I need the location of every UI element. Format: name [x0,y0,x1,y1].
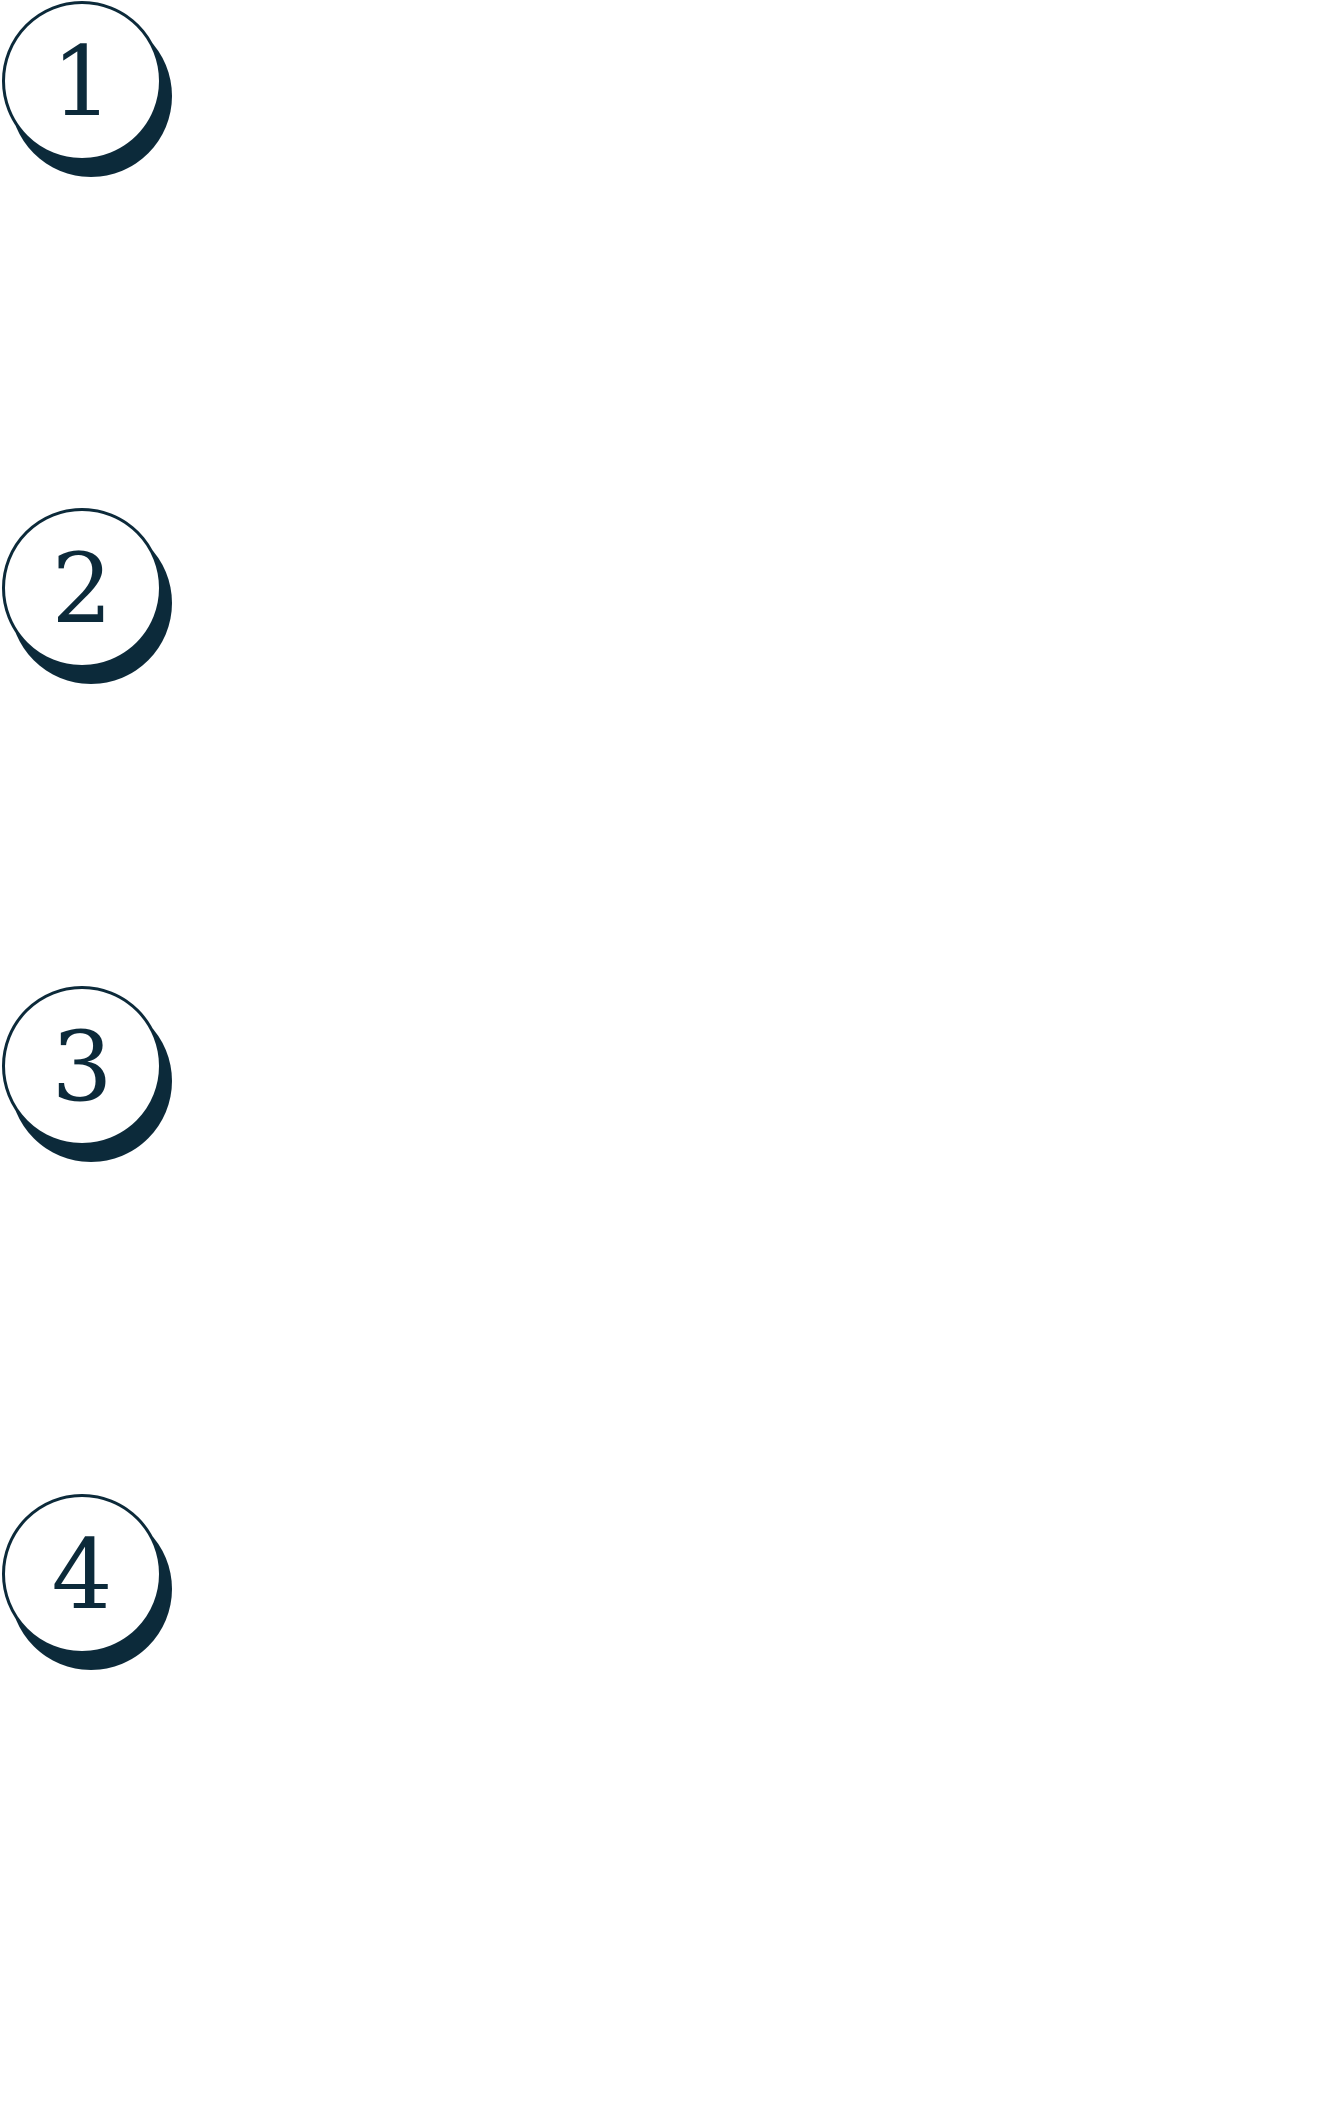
step-badge-2: 2 [2,508,172,686]
step-badge-circle: 1 [2,1,162,161]
step-badge-4: 4 [2,1494,172,1672]
step-badge-circle: 3 [2,986,162,1146]
step-number-1: 1 [51,26,113,138]
step-badge-circle: 4 [2,1494,162,1654]
step-number-3: 3 [51,1011,113,1123]
step-badge-1: 1 [2,1,172,179]
step-number-2: 2 [51,533,113,645]
step-badge-3: 3 [2,986,172,1164]
step-number-4: 4 [51,1519,113,1631]
step-badge-circle: 2 [2,508,162,668]
